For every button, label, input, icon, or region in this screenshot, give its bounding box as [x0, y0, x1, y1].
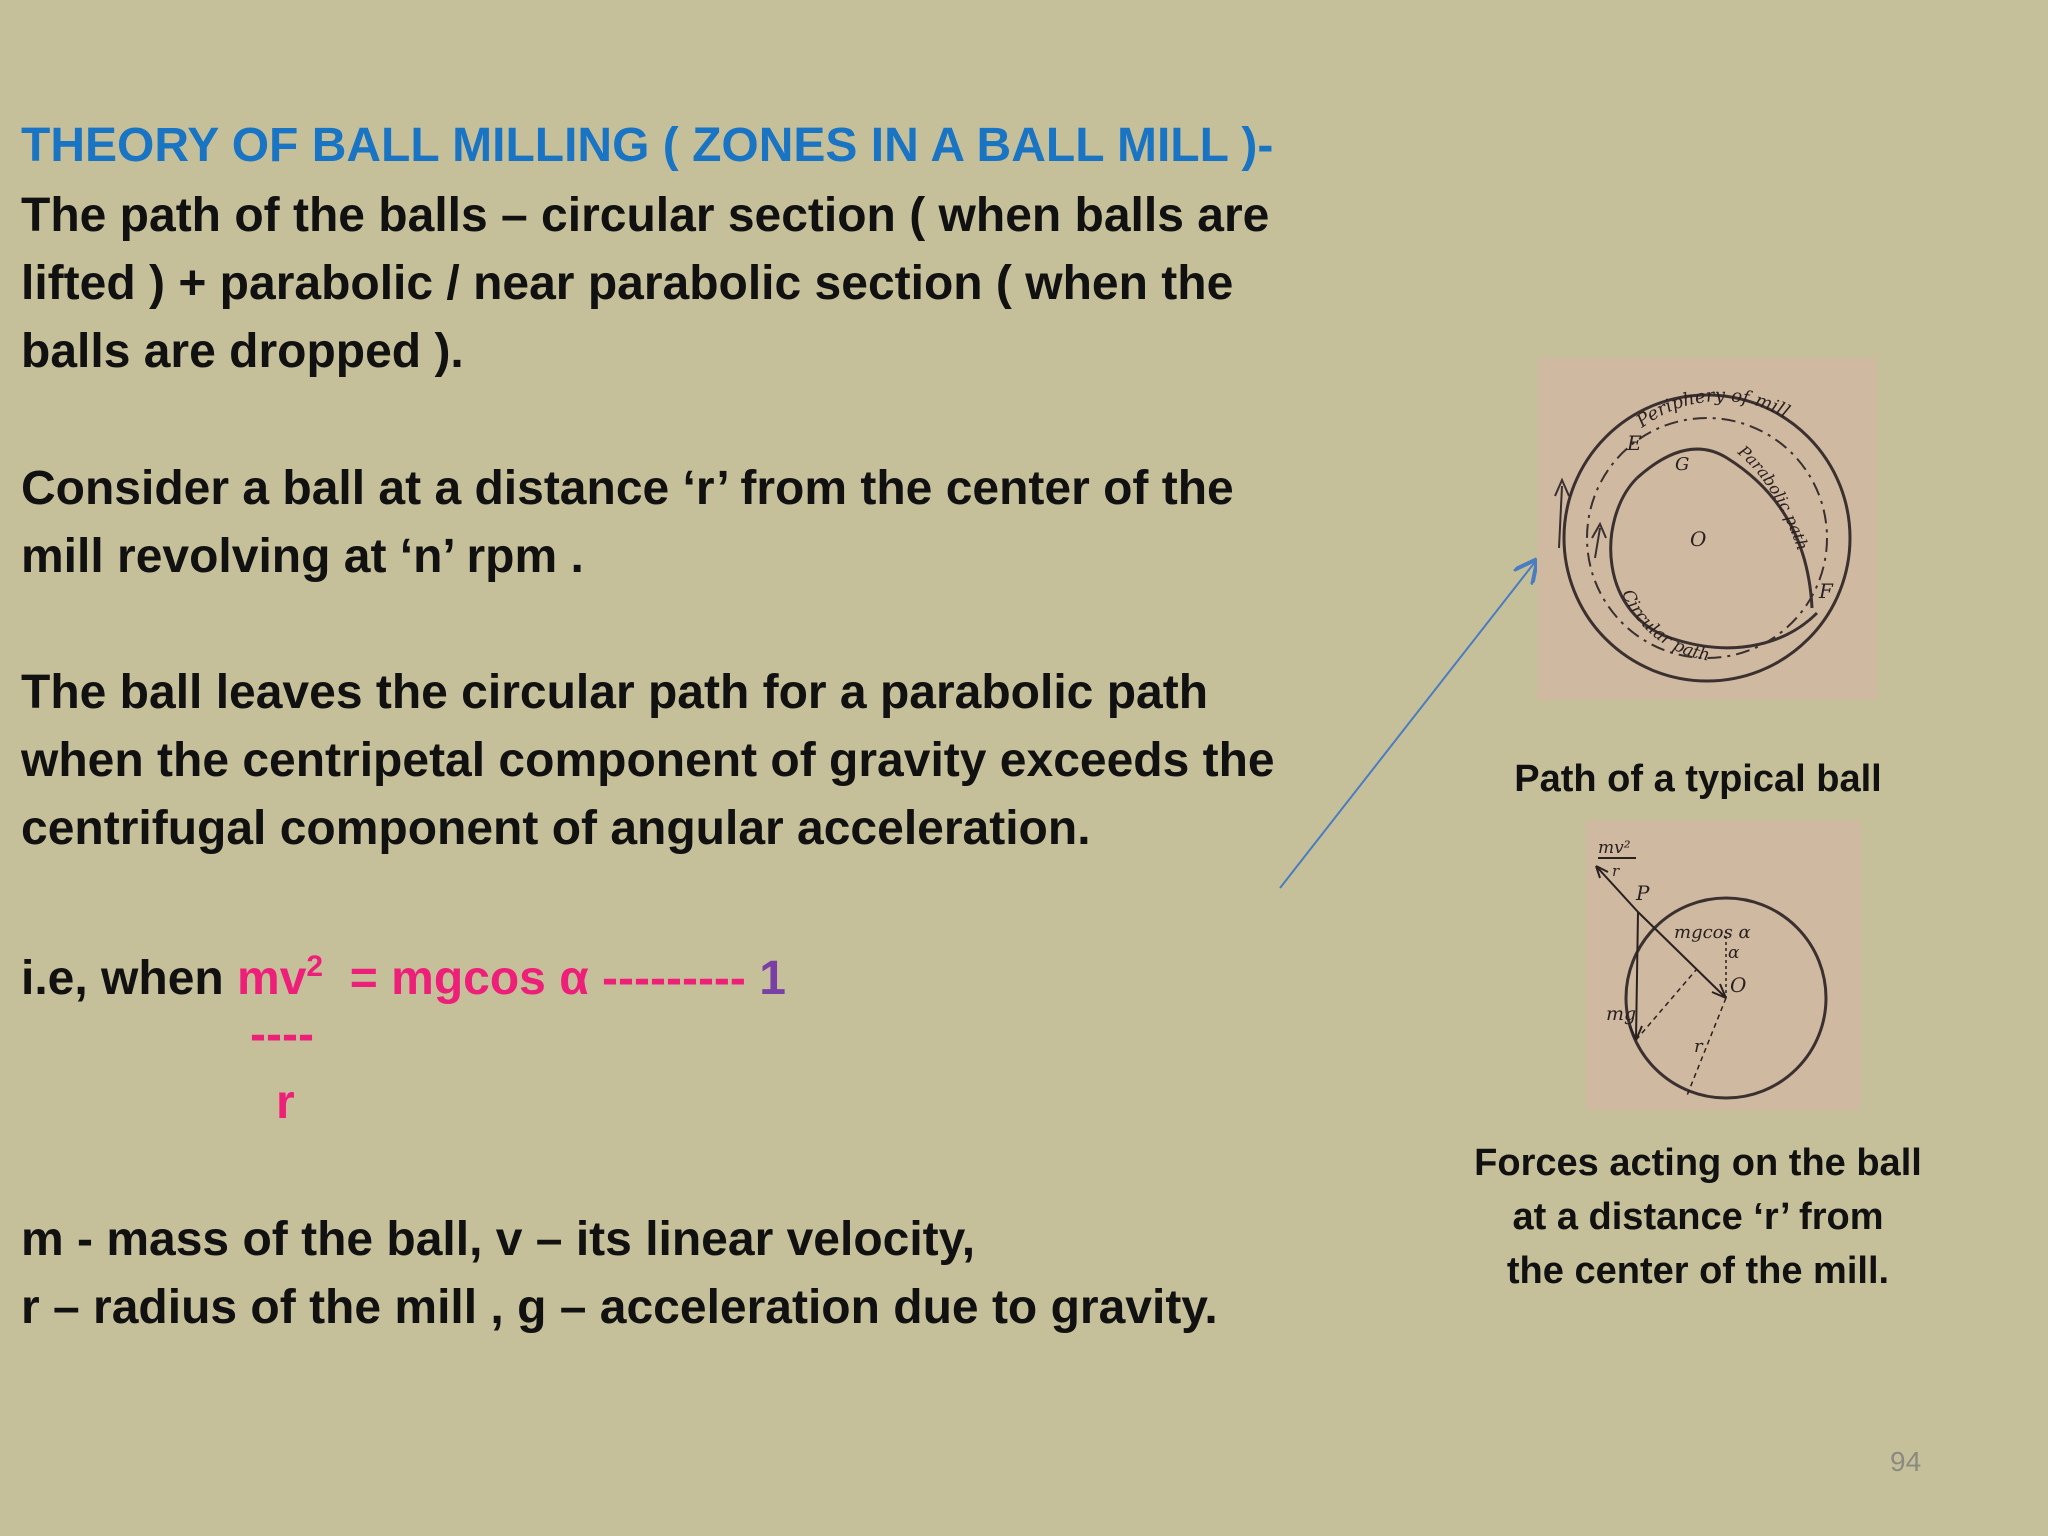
mv2-label: mv² — [1598, 838, 1631, 858]
figure1-caption: Path of a typical ball — [1514, 758, 1882, 800]
point-o-label: O — [1690, 527, 1706, 551]
equation-prefix: i.e, when — [21, 952, 238, 1005]
leaves-line: The ball leaves the circular path for a … — [21, 666, 1209, 719]
definition-line: m - mass of the ball, v – its linear vel… — [21, 1213, 976, 1266]
intro-line: balls are dropped ). — [21, 325, 464, 378]
svg-text:Periphery of mill: Periphery of mill — [1632, 385, 1794, 433]
definition-line: r – radius of the mill , g – acceleratio… — [21, 1281, 1218, 1334]
equation-denominator: r — [276, 1076, 295, 1129]
leaves-line: when the centripetal component of gravit… — [21, 734, 1275, 787]
caption-line: at a distance ‘r’ from — [1512, 1196, 1884, 1238]
radius-label: r — [1694, 1036, 1704, 1057]
consider-paragraph: Consider a ball at a distance ‘r’ from t… — [21, 455, 1234, 591]
point-f-label: F — [1818, 579, 1834, 603]
ball-path-diagram: Periphery of mill Parabolic path Circula… — [1554, 385, 1852, 683]
page-number: 94 — [1890, 1446, 1922, 1477]
parabolic-label: Parabolic path — [1734, 441, 1813, 553]
consider-line: Consider a ball at a distance ‘r’ from t… — [21, 462, 1234, 515]
point-p-label: P — [1635, 881, 1650, 905]
forces-diagram: mv² r P mgcos α α O mg r — [1595, 838, 1828, 1100]
equation-divider: ---- — [250, 1008, 314, 1061]
leaves-line: centrifugal component of angular acceler… — [21, 802, 1091, 855]
intro-line: lifted ) + parabolic / near parabolic se… — [21, 257, 1234, 310]
alpha-label: α — [1728, 943, 1740, 963]
circular-label: Circular path — [1617, 587, 1711, 666]
center-o-label: O — [1730, 973, 1746, 997]
equation-numerator: mv — [237, 952, 307, 1005]
equation-number: 1 — [759, 952, 786, 1005]
svg-text:Circular path: Circular path — [1617, 587, 1711, 666]
ball-path-figure: Periphery of mill Parabolic path Circula… — [1537, 358, 1877, 700]
intro-line: The path of the balls – circular section… — [21, 189, 1270, 242]
definitions-paragraph: m - mass of the ball, v – its linear vel… — [21, 1206, 1218, 1342]
point-e-label: E — [1626, 431, 1642, 455]
caption-line: Forces acting on the ball — [1474, 1142, 1922, 1184]
mgcos-label: mgcos α — [1674, 922, 1751, 943]
mv2-denominator-label: r — [1612, 862, 1620, 880]
consider-line: mill revolving at ‘n’ rpm . — [21, 530, 584, 583]
leaves-paragraph: The ball leaves the circular path for a … — [21, 659, 1275, 863]
point-g-label: G — [1675, 454, 1689, 475]
periphery-label: Periphery of mill — [1632, 385, 1794, 433]
figure2-caption: Forces acting on the ball at a distance … — [1440, 1136, 1956, 1298]
equation-line: i.e, when mv2 = mgcos α --------- 1 — [21, 933, 786, 1013]
forces-figure: mv² r P mgcos α α O mg r — [1586, 820, 1860, 1110]
mg-label: mg — [1606, 1003, 1636, 1025]
svg-text:Parabolic path: Parabolic path — [1734, 441, 1813, 553]
intro-paragraph: The path of the balls – circular section… — [21, 182, 1269, 386]
equation-rhs: = mgcos α --------- — [323, 952, 760, 1005]
caption-line: the center of the mill. — [1506, 1250, 1890, 1292]
slide-title: THEORY OF BALL MILLING ( ZONES IN A BALL… — [21, 119, 1274, 172]
equation-exponent: 2 — [306, 950, 324, 983]
